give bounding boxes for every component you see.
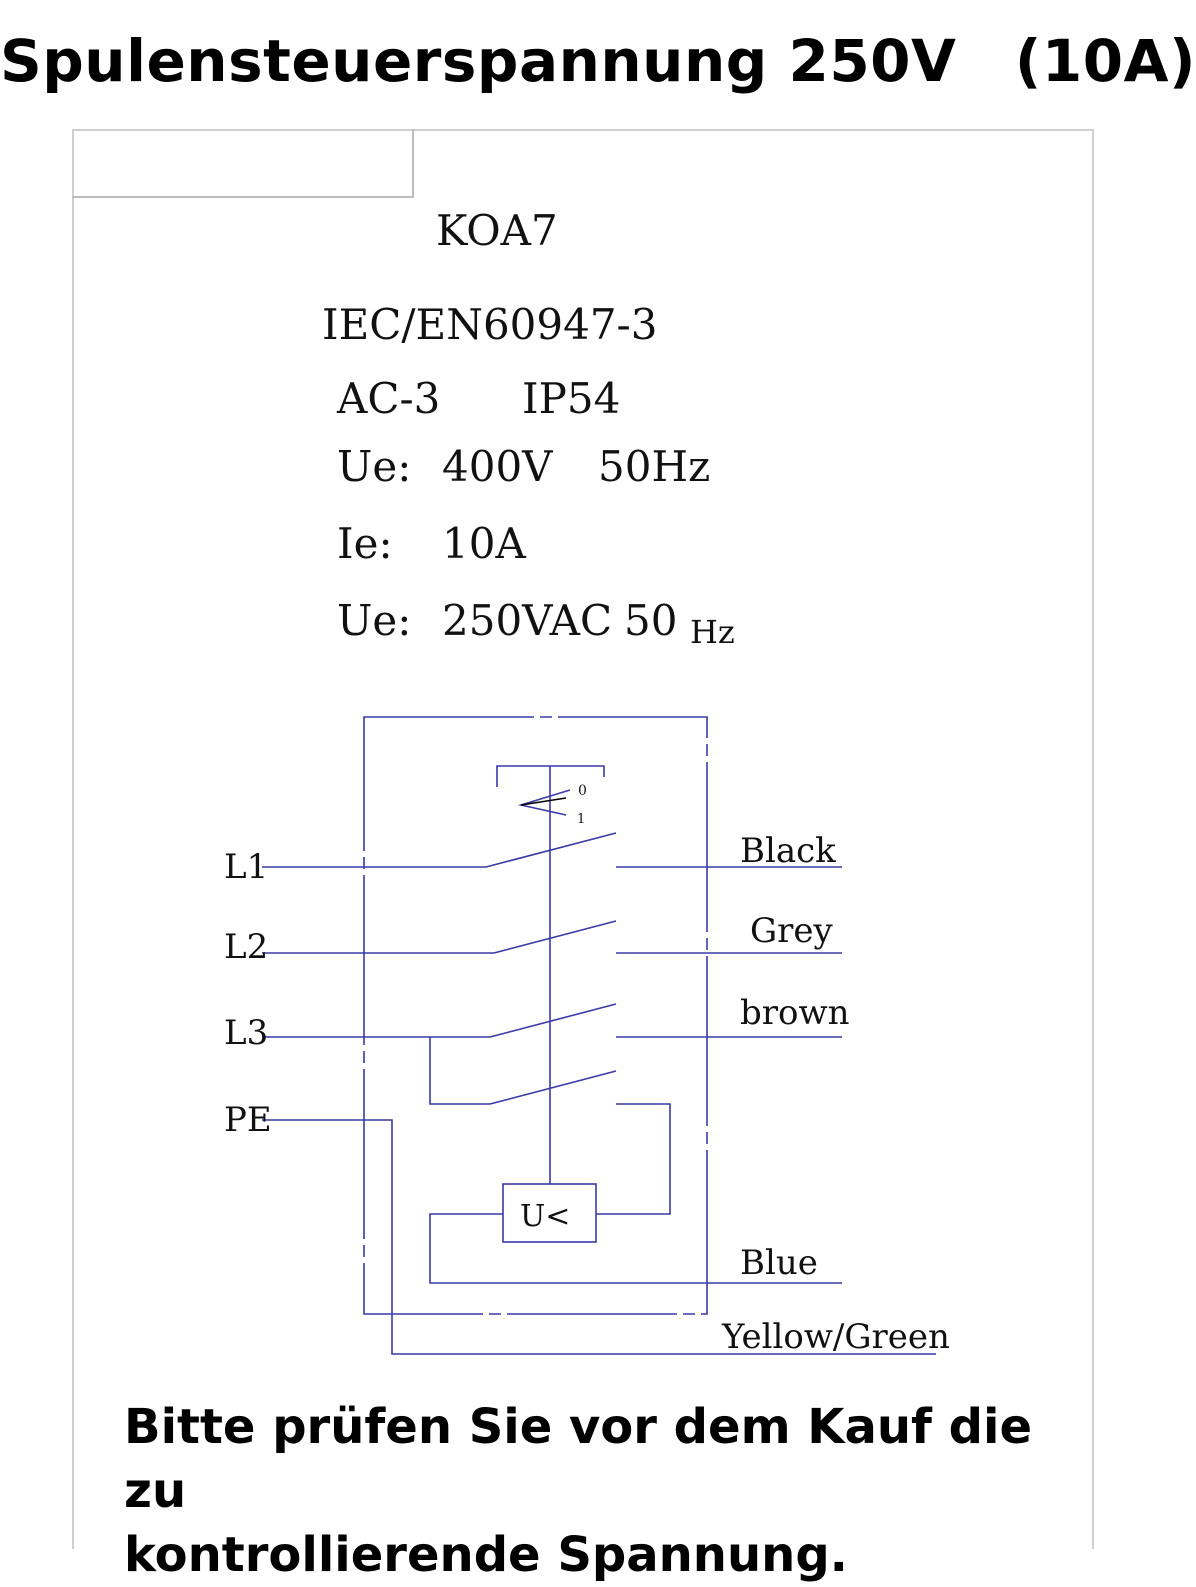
wire-aux-to-coil bbox=[596, 1103, 671, 1215]
page-title: Spulensteuerspannung 250V (10A) bbox=[0, 27, 1196, 95]
uc-voltage: 250VAC bbox=[442, 596, 613, 645]
ue-label: Ue: bbox=[337, 442, 412, 491]
label-blue: Blue bbox=[740, 1243, 818, 1283]
category-label: AC-3 bbox=[337, 374, 441, 423]
wire-aux-in bbox=[429, 1037, 490, 1105]
switch-position-0: 0 bbox=[578, 783, 587, 799]
ie-label: Ie: bbox=[337, 519, 393, 568]
enclosure-outline bbox=[363, 716, 708, 1315]
label-l1: L1 bbox=[224, 847, 268, 887]
switch-pointer bbox=[520, 797, 567, 806]
ue-voltage: 400V bbox=[442, 442, 553, 491]
label-l3: L3 bbox=[224, 1013, 268, 1053]
model-label: KOA7 bbox=[436, 206, 558, 255]
protection-label: IP54 bbox=[522, 374, 621, 423]
switch-mechanism bbox=[517, 789, 571, 816]
uc-label: Ue: bbox=[337, 596, 412, 645]
wire-blue-out bbox=[429, 1213, 842, 1284]
diagram-panel bbox=[72, 129, 1094, 1549]
ue-frequency: 50Hz bbox=[598, 442, 711, 491]
panel-tab-box bbox=[72, 129, 414, 198]
label-pe: PE bbox=[224, 1100, 272, 1140]
footer-note: Bitte prüfen Sie vor dem Kauf die zu kon… bbox=[124, 1395, 1084, 1587]
wiring-diagram: L1 L2 L3 PE Black Grey brown Blue Yellow… bbox=[224, 716, 950, 1357]
switch-position-1: 1 bbox=[577, 812, 585, 827]
footer-line-1: Bitte prüfen Sie vor dem Kauf die zu bbox=[124, 1399, 1033, 1519]
label-brown: brown bbox=[740, 993, 850, 1033]
standard-label: IEC/EN60947-3 bbox=[322, 300, 658, 349]
contact-aux bbox=[489, 1070, 617, 1105]
uc-frequency-value: 50 bbox=[624, 596, 678, 645]
footer-line-2: kontrollierende Spannung. bbox=[124, 1527, 848, 1583]
contact-l3 bbox=[489, 1003, 617, 1038]
coil-box bbox=[502, 1183, 597, 1243]
contact-l1 bbox=[485, 832, 617, 868]
contact-l2 bbox=[493, 920, 617, 954]
label-grey: Grey bbox=[750, 911, 834, 951]
label-yellow-green: Yellow/Green bbox=[721, 1317, 950, 1357]
label-l2: L2 bbox=[224, 927, 268, 967]
ie-current: 10A bbox=[442, 519, 526, 568]
label-black: Black bbox=[740, 831, 836, 871]
uc-frequency-unit: Hz bbox=[690, 613, 735, 651]
coil-label: U< bbox=[520, 1199, 570, 1234]
wire-pe bbox=[262, 1119, 936, 1355]
